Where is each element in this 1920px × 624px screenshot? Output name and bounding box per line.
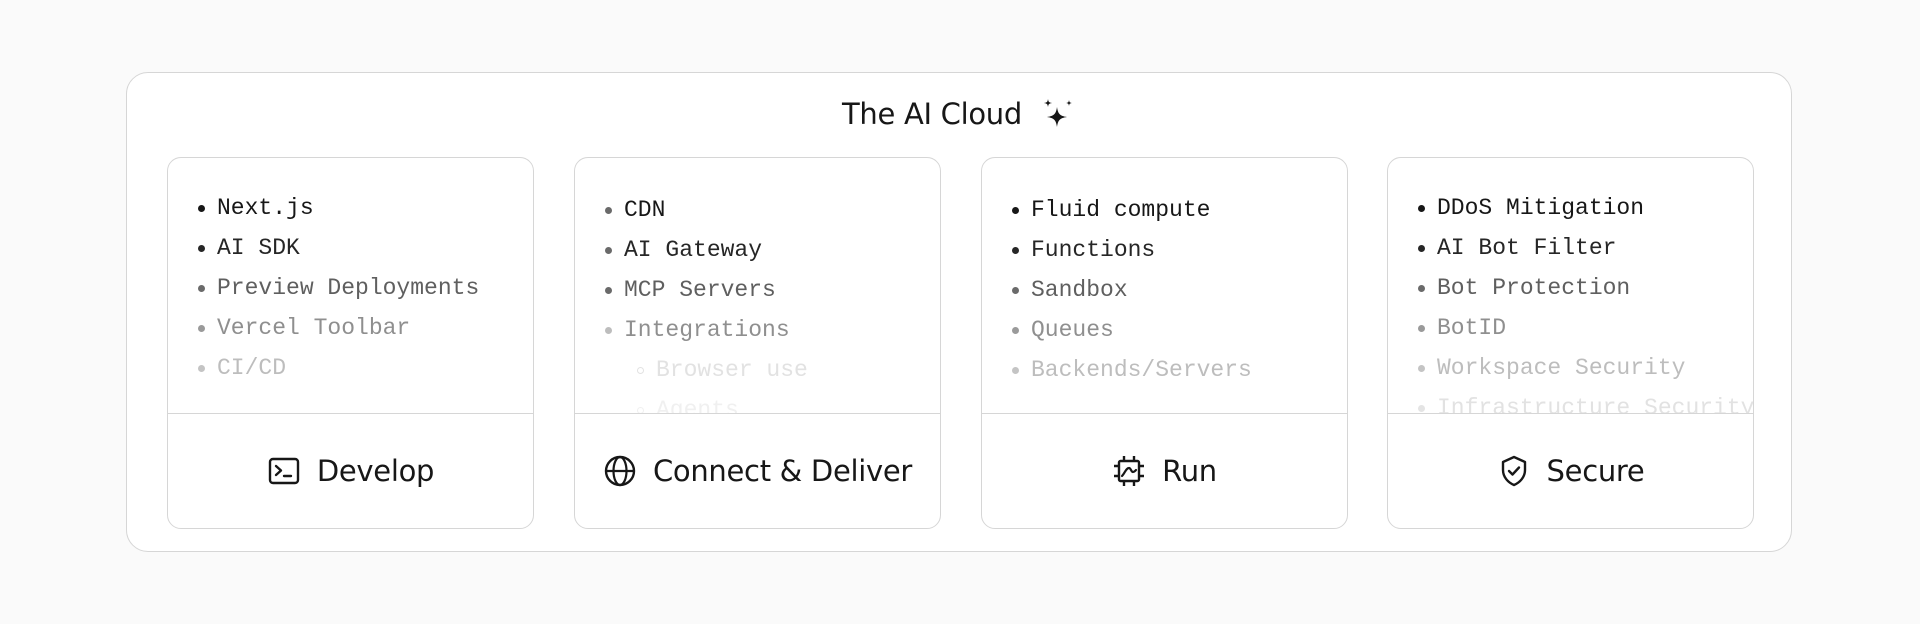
chip-icon	[1114, 456, 1145, 486]
card-footer: Run	[982, 414, 1347, 528]
bullet-icon	[605, 206, 612, 214]
card-label: Connect & Deliver	[652, 454, 913, 488]
card-footer: Develop	[168, 414, 533, 528]
bullet-icon	[1012, 206, 1019, 214]
card-connect-deliver[interactable]: CDN AI Gateway MCP Servers Integrations …	[574, 157, 941, 529]
bullet-ring-icon	[637, 366, 644, 374]
bullet-icon	[1418, 204, 1425, 212]
card-footer: Connect & Deliver	[575, 414, 940, 528]
bullet-icon	[1012, 246, 1019, 254]
feature-list: CDN AI Gateway MCP Servers Integrations …	[575, 158, 940, 414]
card-label: Run	[1162, 454, 1217, 488]
bullet-icon	[1012, 286, 1019, 294]
bullet-icon	[1012, 326, 1019, 334]
list-item: Integrations	[605, 310, 940, 350]
feature-list: DDoS Mitigation AI Bot Filter Bot Protec…	[1388, 158, 1753, 414]
list-item: Next.js	[198, 188, 533, 228]
list-item-sub: Agents	[605, 390, 940, 413]
list-item: Queues	[1012, 310, 1347, 350]
bullet-ring-icon	[637, 406, 644, 413]
list-item: AI Bot Filter	[1418, 228, 1753, 268]
bullet-icon	[1418, 324, 1425, 332]
list-item: Functions	[1012, 230, 1347, 270]
shield-check-icon	[1501, 455, 1526, 487]
bullet-icon	[1418, 244, 1425, 252]
list-item: Infrastructure Security	[1418, 388, 1753, 413]
bullet-icon	[1418, 404, 1425, 412]
list-item: Preview Deployments	[198, 268, 533, 308]
header: The AI Cloud	[127, 95, 1791, 133]
list-item: BotID	[1418, 308, 1753, 348]
panel-title: The AI Cloud	[841, 97, 1022, 131]
bullet-icon	[1418, 284, 1425, 292]
card-run[interactable]: Fluid compute Functions Sandbox Queues B…	[981, 157, 1348, 529]
list-item: Fluid compute	[1012, 190, 1347, 230]
list-item: Sandbox	[1012, 270, 1347, 310]
list-item: DDoS Mitigation	[1418, 188, 1753, 228]
feature-list: Fluid compute Functions Sandbox Queues B…	[982, 158, 1347, 414]
ai-cloud-panel: The AI Cloud Next.js AI SDK Preview Depl…	[126, 72, 1792, 552]
bullet-icon	[198, 244, 205, 252]
card-label: Secure	[1546, 454, 1645, 488]
bullet-icon	[605, 326, 612, 334]
list-item: CI/CD	[198, 348, 533, 388]
card-label: Develop	[316, 454, 435, 488]
card-develop[interactable]: Next.js AI SDK Preview Deployments Verce…	[167, 157, 534, 529]
bullet-icon	[605, 246, 612, 254]
terminal-icon	[268, 457, 300, 485]
list-item: Workspace Security	[1418, 348, 1753, 388]
list-item: AI Gateway	[605, 230, 940, 270]
bullet-icon	[198, 204, 205, 212]
bullet-icon	[198, 284, 205, 292]
sparkles-icon	[1038, 95, 1076, 133]
bullet-icon	[605, 286, 612, 294]
bullet-icon	[1012, 366, 1019, 374]
globe-icon	[604, 455, 636, 487]
card-footer: Secure	[1388, 414, 1753, 528]
list-item: CDN	[605, 190, 940, 230]
list-item: Backends/Servers	[1012, 350, 1347, 390]
bullet-icon	[198, 364, 205, 372]
list-item-sub: Browser use	[605, 350, 940, 390]
feature-list: Next.js AI SDK Preview Deployments Verce…	[168, 158, 533, 414]
bullet-icon	[1418, 364, 1425, 372]
card-secure[interactable]: DDoS Mitigation AI Bot Filter Bot Protec…	[1387, 157, 1754, 529]
bullet-icon	[198, 324, 205, 332]
list-item: AI SDK	[198, 228, 533, 268]
list-item: Vercel Toolbar	[198, 308, 533, 348]
list-item: Bot Protection	[1418, 268, 1753, 308]
list-item: MCP Servers	[605, 270, 940, 310]
